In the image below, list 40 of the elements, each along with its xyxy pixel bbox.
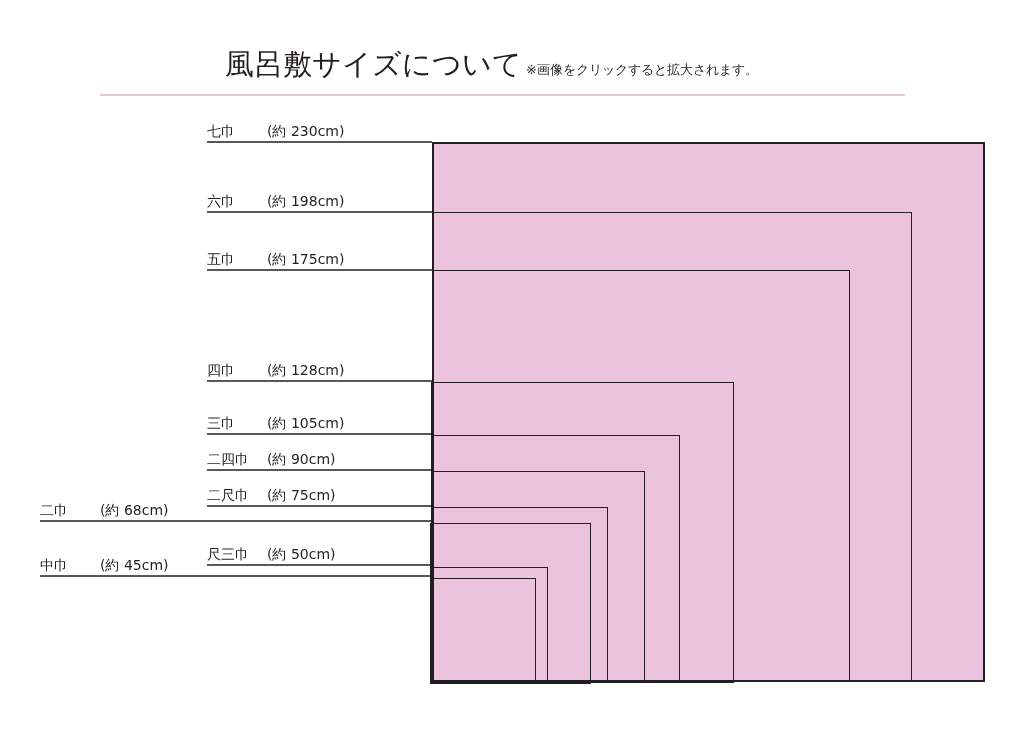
leader-line	[39, 520, 433, 522]
size-value: (約 230cm)	[267, 122, 345, 141]
size-square	[430, 522, 592, 684]
size-name: 二尺巾	[207, 486, 249, 505]
leader-line	[206, 211, 433, 213]
leader-line	[206, 564, 433, 566]
size-value: (約 175cm)	[267, 250, 345, 269]
size-value: (約 90cm)	[267, 450, 336, 469]
size-value: (約 128cm)	[267, 361, 345, 380]
leader-line	[206, 380, 433, 382]
leader-line	[206, 469, 433, 471]
size-name: 四巾	[207, 361, 235, 380]
size-square	[430, 507, 608, 684]
size-name: 二巾	[40, 501, 68, 520]
size-name: 七巾	[207, 122, 235, 141]
size-square	[431, 434, 681, 683]
size-name: 五巾	[207, 250, 235, 269]
size-value: (約 198cm)	[267, 192, 345, 211]
size-square	[432, 142, 985, 682]
size-value: (約 105cm)	[267, 414, 345, 433]
size-name: 二四巾	[207, 450, 249, 469]
leader-line	[206, 141, 433, 143]
leader-line	[39, 575, 433, 577]
leader-line	[206, 269, 433, 271]
size-value: (約 50cm)	[267, 545, 336, 564]
size-value: (約 75cm)	[267, 486, 336, 505]
size-value: (約 45cm)	[100, 556, 169, 575]
leader-line	[206, 433, 433, 435]
size-name: 三巾	[207, 414, 235, 433]
size-square	[431, 270, 850, 683]
note-text: ※画像をクリックすると拡大されます。	[526, 61, 758, 79]
size-square	[430, 471, 645, 684]
size-square	[431, 381, 735, 683]
size-name: 尺三巾	[207, 545, 249, 564]
title: 風呂敷サイズについて	[225, 46, 522, 82]
size-value: (約 68cm)	[100, 501, 169, 520]
size-name: 中巾	[40, 556, 68, 575]
size-name: 六巾	[207, 192, 235, 211]
size-square	[432, 212, 912, 682]
leader-line	[206, 505, 433, 507]
